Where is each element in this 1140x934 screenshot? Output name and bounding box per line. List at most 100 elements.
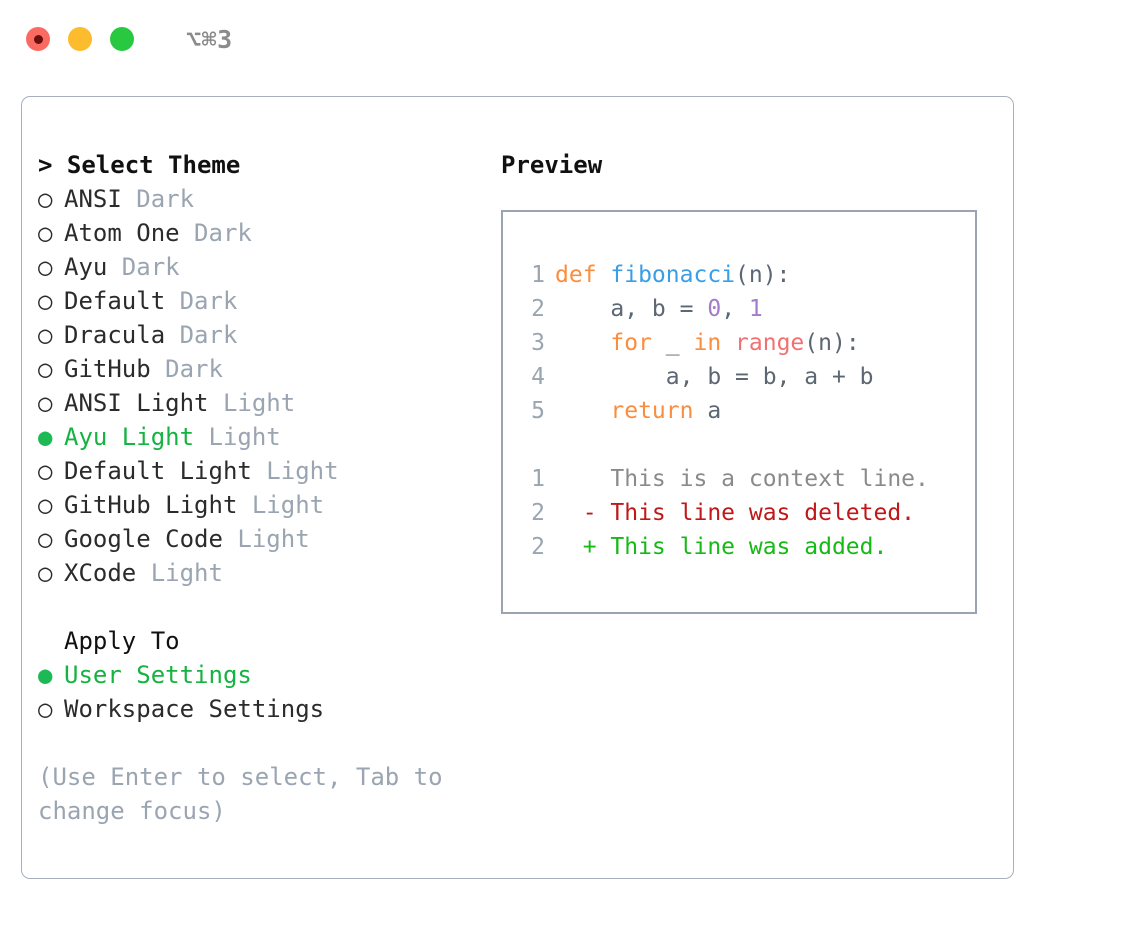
apply-to-list[interactable]: ●User Settings ○ Workspace Settings [38, 658, 493, 726]
theme-variant-label: Dark [179, 287, 238, 315]
theme-option-label: ANSI [64, 185, 137, 213]
close-button-icon[interactable] [26, 27, 50, 51]
apply-to-option-label: User Settings [64, 661, 252, 689]
diff-line-context: 1 This is a context line. [521, 462, 975, 496]
theme-option-label: Ayu [64, 253, 122, 281]
maximize-button-icon[interactable] [110, 27, 134, 51]
diff-line-added: 2 + This line was added. [521, 530, 975, 564]
code-line-number: 3 [531, 330, 545, 356]
code-token-function: fibonacci [610, 262, 736, 288]
diff-line-number: 2 [531, 534, 545, 560]
theme-option-label: Default [64, 287, 180, 315]
theme-option-github-light[interactable]: ○GitHub Light Light [38, 488, 493, 522]
theme-variant-label: Light [208, 423, 281, 451]
diff-line-text: + This line was added. [555, 534, 888, 560]
code-token-plain: _ [651, 330, 694, 356]
apply-to-option-user-settings[interactable]: ●User Settings [38, 658, 493, 692]
theme-variant-label: Dark [165, 355, 223, 383]
code-line: 5 return a [521, 394, 975, 428]
radio-unselected-icon: ○ [38, 695, 53, 723]
theme-variant-label: Light [251, 491, 325, 519]
theme-option-ansi[interactable]: ○ANSI Dark [38, 182, 493, 216]
keyboard-shortcut-label: ⌥⌘3 [186, 24, 233, 54]
code-token-plain: (n): [735, 262, 791, 288]
code-line-number: 2 [531, 296, 545, 322]
theme-option-label: Dracula [64, 321, 180, 349]
radio-unselected-icon: ○ [38, 525, 53, 553]
code-line: 1 def fibonacci(n): [521, 258, 975, 292]
diff-line-number: 2 [531, 500, 545, 526]
theme-list[interactable]: ○ ANSI Dark ○ Atom One Dark ○ Ayu Dark ○ Defaul… [38, 182, 493, 590]
radio-unselected-icon: ○ [38, 253, 53, 281]
radio-unselected-icon: ○ [38, 355, 53, 383]
theme-variant-label: Dark [121, 253, 180, 281]
traffic-lights [26, 27, 134, 51]
theme-variant-label: Light [150, 559, 223, 587]
theme-option-label: XCode [64, 559, 151, 587]
diff-line-deleted: 2 - This line was deleted. [521, 496, 975, 530]
code-token-plain [555, 330, 610, 356]
titlebar: ⌥⌘3 [0, 0, 1140, 78]
diff-line-text: - This line was deleted. [555, 500, 916, 526]
code-token-number: 0 [707, 296, 722, 322]
minimize-button-icon[interactable] [68, 27, 92, 51]
code-token-plain: a, b = [555, 296, 708, 322]
code-token-plain: , [721, 296, 749, 322]
theme-option-default-light[interactable]: ○Default Light Light [38, 454, 493, 488]
radio-unselected-icon: ○ [38, 219, 53, 247]
keyboard-hint-text: (Use Enter to select, Tab to change focu… [38, 763, 458, 825]
theme-variant-label: Light [222, 389, 296, 417]
apply-to-header: Apply To [64, 627, 180, 655]
code-token-keyword: def [555, 262, 611, 288]
preview-title: Preview [501, 151, 603, 179]
radio-unselected-icon: ○ [38, 457, 53, 485]
code-line: 3 for _ in range(n): [521, 326, 975, 360]
theme-option-xcode[interactable]: ○XCode Light [38, 556, 493, 590]
radio-unselected-icon: ○ [38, 287, 53, 315]
theme-option-atom-one[interactable]: ○Atom One Dark [38, 216, 493, 250]
code-token-number: 1 [748, 296, 763, 322]
radio-unselected-icon: ○ [38, 389, 53, 417]
code-line-number: 4 [531, 364, 545, 390]
main-panel: > Select Theme ○ANSI Dark○Atom One Dark○… [21, 96, 1014, 879]
theme-option-label: Atom One [64, 219, 195, 247]
code-line-number: 1 [531, 262, 545, 288]
theme-variant-label: Dark [179, 321, 238, 349]
code-line: 2 a, b = 0, 1 [521, 292, 975, 326]
code-token-plain: a, b = b, a + b [555, 364, 874, 390]
theme-option-google-code[interactable]: ○Google Code Light [38, 522, 493, 556]
radio-unselected-icon: ○ [38, 321, 53, 349]
theme-option-ayu[interactable]: ○ Ayu Dark [38, 250, 493, 284]
apply-to-option-workspace-settings[interactable]: ○ Workspace Settings [38, 692, 493, 726]
apply-to-option-label: Workspace Settings [64, 695, 325, 723]
theme-option-label: Default Light [64, 457, 267, 485]
code-token-keyword: return [610, 398, 694, 424]
diff-sample: 1 This is a context line.2 - This line w… [521, 462, 975, 564]
theme-option-ansi-light[interactable]: ○ ANSI Light Light [38, 386, 493, 420]
theme-option-label: GitHub Light [64, 491, 252, 519]
theme-option-label: GitHub [64, 355, 166, 383]
code-token-plain: (n): [804, 330, 860, 356]
code-token-call: range [735, 330, 805, 356]
code-line: 4 a, b = b, a + b [521, 360, 975, 394]
code-token-plain [555, 398, 610, 424]
theme-option-default[interactable]: ○ Default Dark [38, 284, 493, 318]
theme-selection-column: > Select Theme ○ANSI Dark○Atom One Dark○… [38, 148, 493, 828]
theme-option-label: Ayu Light [64, 423, 209, 451]
spacer [38, 590, 493, 624]
theme-option-dracula[interactable]: ○ Dracula Dark [38, 318, 493, 352]
theme-option-label: Google Code [64, 525, 238, 553]
diff-line-number: 1 [531, 466, 545, 492]
theme-option-label: ANSI Light [64, 389, 223, 417]
radio-unselected-icon: ○ [38, 185, 53, 213]
theme-option-ayu-light[interactable]: ● Ayu Light Light [38, 420, 493, 454]
radio-selected-icon: ● [38, 423, 53, 451]
code-diff-spacer [521, 428, 975, 462]
code-token-keyword: for [610, 330, 652, 356]
theme-option-github[interactable]: ○ GitHub Dark [38, 352, 493, 386]
code-token-plain: a [693, 398, 722, 424]
